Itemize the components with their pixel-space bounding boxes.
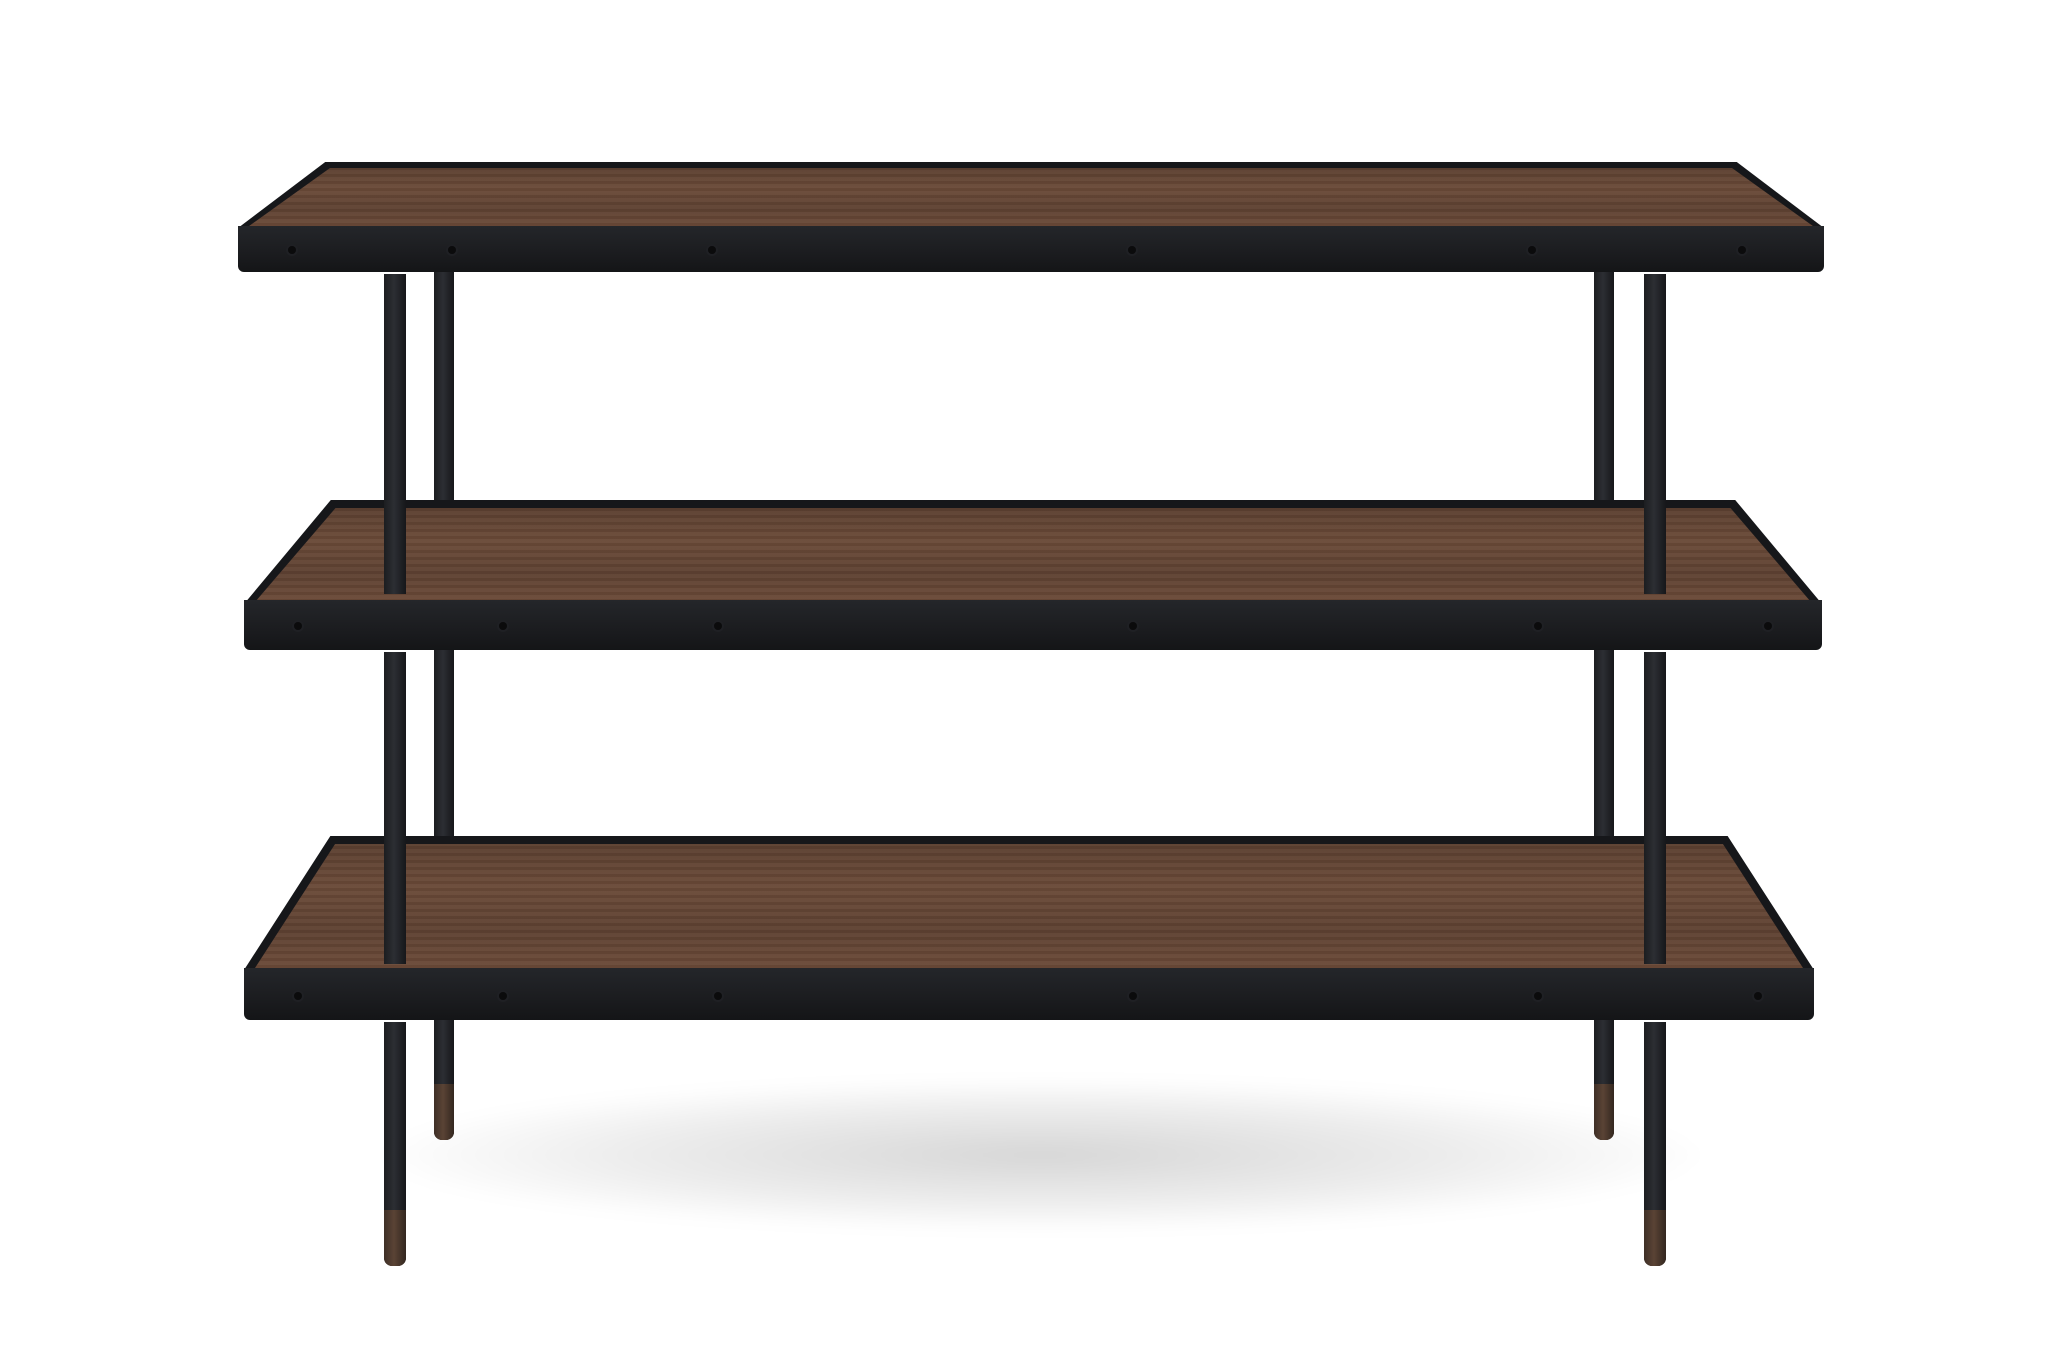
wood-foot xyxy=(434,1084,454,1140)
wood-foot xyxy=(1644,1210,1666,1266)
wood-foot xyxy=(1594,1084,1614,1140)
screw xyxy=(714,622,722,630)
screw xyxy=(288,246,296,254)
front-right-leg-upper xyxy=(1644,274,1666,594)
front-right-leg xyxy=(1644,1022,1666,1266)
screw xyxy=(294,992,302,1000)
screw xyxy=(499,622,507,630)
front-left-leg-upper xyxy=(384,274,406,594)
wood-foot xyxy=(384,1210,406,1266)
wood-surface xyxy=(254,844,1804,968)
wood-surface xyxy=(255,508,1811,602)
screw xyxy=(1129,622,1137,630)
front-right-leg-middle xyxy=(1644,652,1666,964)
wood-surface xyxy=(249,168,1813,226)
screw xyxy=(1128,246,1136,254)
screw xyxy=(1534,992,1542,1000)
screw xyxy=(294,622,302,630)
front-left-leg-middle xyxy=(384,652,406,964)
screw xyxy=(499,992,507,1000)
screw xyxy=(1534,622,1542,630)
front-left-leg xyxy=(384,1022,406,1266)
floor-shadow xyxy=(380,1080,1700,1230)
screw xyxy=(448,246,456,254)
middle-shelf xyxy=(244,500,1822,652)
screw xyxy=(1754,992,1762,1000)
screw xyxy=(1738,246,1746,254)
top-shelf xyxy=(238,162,1824,274)
metal-band xyxy=(238,226,1824,272)
metal-band xyxy=(244,968,1814,1020)
screw xyxy=(714,992,722,1000)
screw xyxy=(1528,246,1536,254)
screw xyxy=(708,246,716,254)
bottom-shelf xyxy=(244,836,1814,1022)
screw xyxy=(1764,622,1772,630)
metal-band xyxy=(244,600,1822,650)
screw xyxy=(1129,992,1137,1000)
